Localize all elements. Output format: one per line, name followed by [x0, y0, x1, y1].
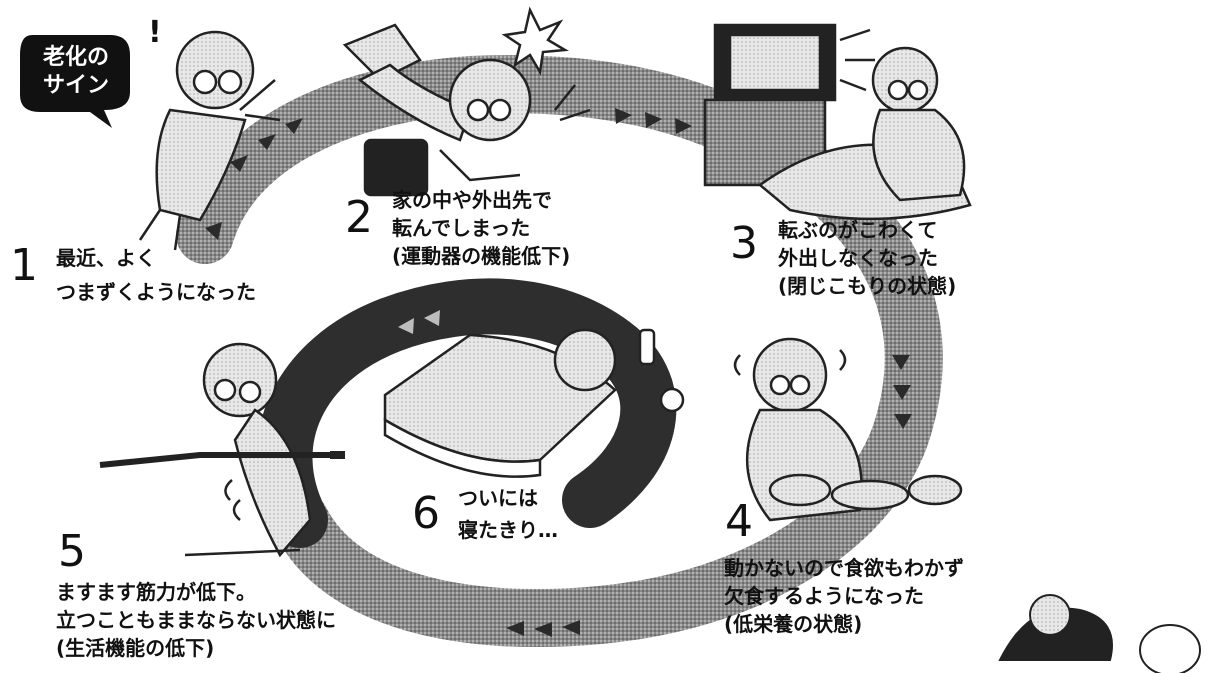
- aging-sign-badge: 老化の サイン: [28, 44, 124, 100]
- step-5-number: 5: [58, 526, 86, 577]
- step-3-number: 3: [730, 218, 758, 269]
- step-1-line-1: 最近、よく: [56, 246, 156, 270]
- step-6-number: 6: [412, 488, 440, 539]
- step-6-line-2: 寝たきり…: [458, 518, 558, 542]
- step-5-line-2: 立つこともままならない状態に: [56, 608, 336, 632]
- step-4-line-1: 動かないので食欲もわかず: [724, 556, 964, 580]
- figure-1-stumbling: [138, 30, 281, 251]
- badge-line-2: サイン: [42, 73, 109, 98]
- step-2-number: 2: [345, 192, 373, 243]
- step-4-line-2: 欠食するようになった: [724, 584, 924, 608]
- step-4-line-3: (低栄養の状態): [724, 612, 863, 636]
- step-2-line-3: (運動器の機能低下): [392, 244, 571, 268]
- figure-2-fallen: [342, 6, 591, 197]
- step-3-line-3: (閉じこもりの状態): [778, 274, 957, 298]
- step-3-label: 転ぶのがこわくて 外出しなくなった (閉じこもりの状態): [778, 216, 956, 300]
- step-5-line-1: ますます筋力が低下。: [56, 580, 256, 604]
- step-1-label: 最近、よく つまずくようになった: [56, 244, 256, 306]
- step-3-line-1: 転ぶのがこわくて: [778, 218, 938, 242]
- step-1-number: 1: [10, 240, 38, 291]
- corner-decoration: [998, 594, 1201, 673]
- figure-5-cane: [99, 342, 345, 558]
- spiral-path-inner: [256, 278, 677, 548]
- badge-line-1: 老化の: [42, 45, 109, 70]
- figure-6-bedridden: [383, 328, 685, 478]
- step-6-label: ついには 寝たきり…: [458, 484, 558, 544]
- step-2-line-2: 転んでしまった: [392, 216, 531, 240]
- badge-bubble: [20, 35, 130, 128]
- step-5-line-3: (生活機能の低下): [56, 636, 215, 660]
- step-4-label: 動かないので食欲もわかず 欠食するようになった (低栄養の状態): [724, 554, 964, 638]
- step-2-label: 家の中や外出先で 転んでしまった (運動器の機能低下): [392, 186, 570, 270]
- step-5-label: ますます筋力が低下。 立つこともままならない状態に (生活機能の低下): [56, 578, 336, 662]
- step-6-line-1: ついには: [458, 486, 538, 510]
- inner-arrows: [398, 310, 440, 334]
- svg-text:!: !: [148, 15, 162, 50]
- step-3-line-2: 外出しなくなった: [778, 246, 938, 270]
- step-4-number: 4: [725, 496, 753, 547]
- figure-3-tv-kotatsu: [703, 23, 972, 221]
- path-arrows: [205, 108, 912, 637]
- step-1-line-2: つまずくようになった: [56, 280, 256, 304]
- step-2-line-1: 家の中や外出先で: [392, 188, 552, 212]
- figure-4-not-eating: [733, 337, 963, 522]
